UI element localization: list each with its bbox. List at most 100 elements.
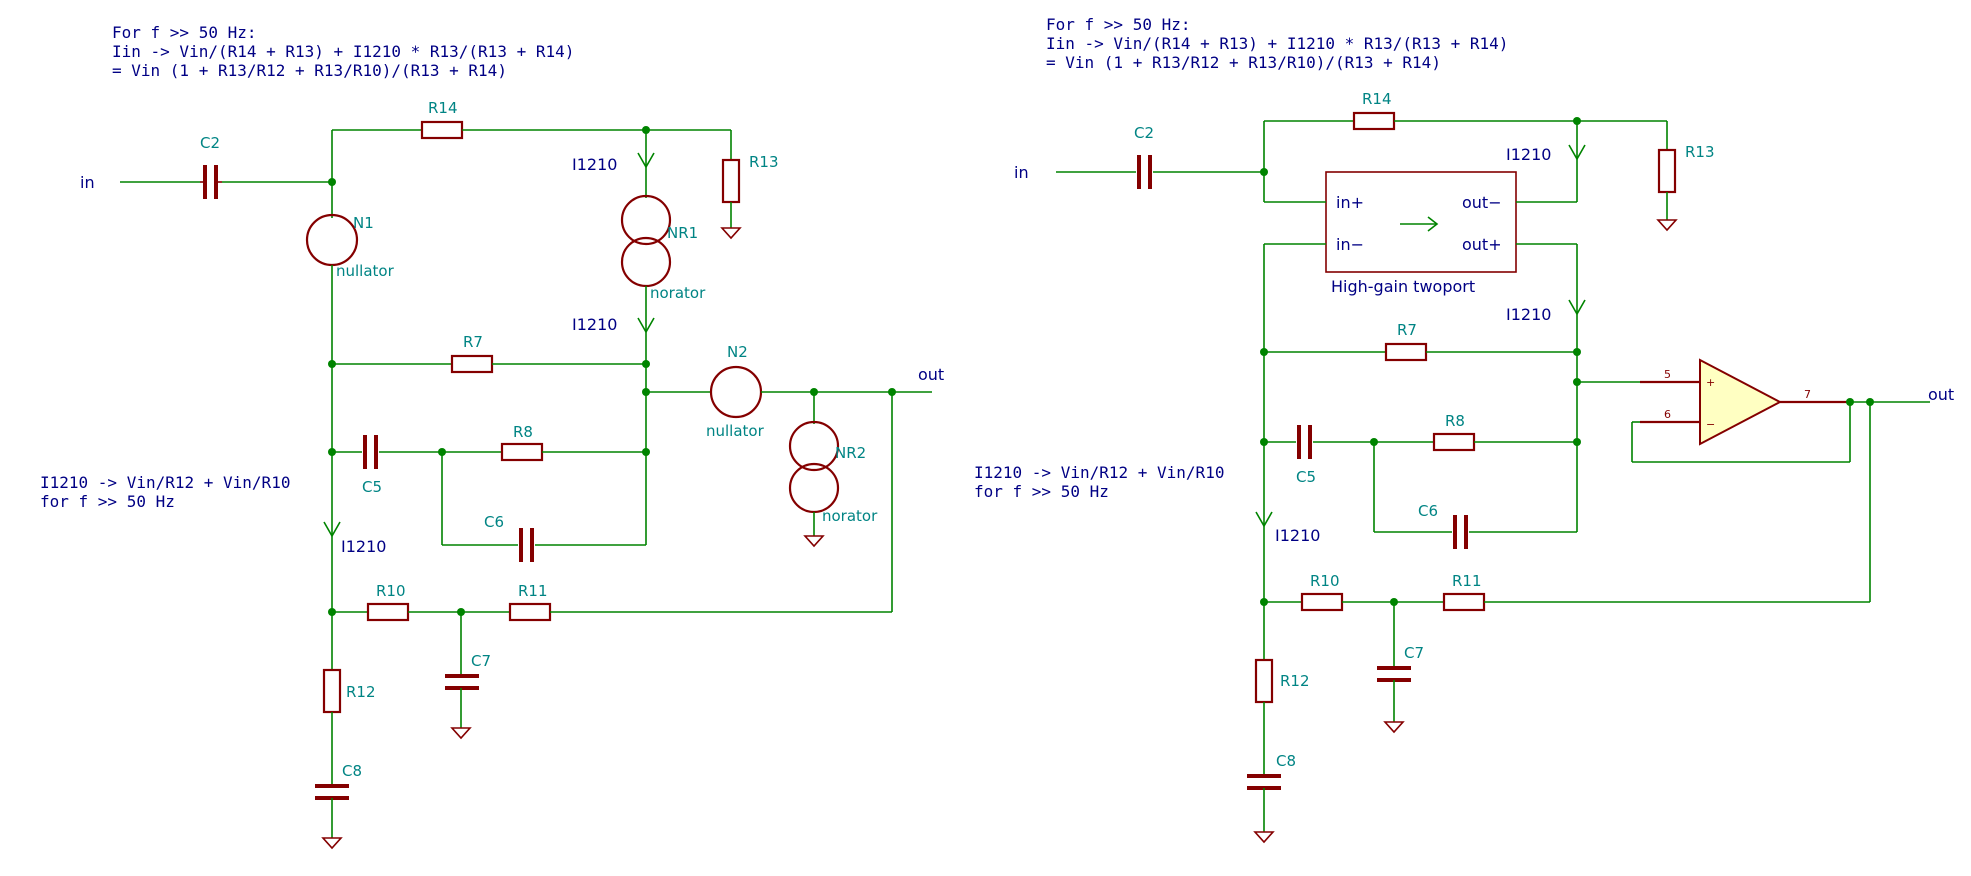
left-r8-resistor: [500, 442, 544, 462]
left-c7-capacitor: [445, 674, 479, 690]
left-n2-value: nullator: [706, 422, 765, 440]
right-r14-label: R14: [1362, 90, 1392, 108]
right-r11-label: R11: [1452, 572, 1482, 590]
right-r10-resistor: [1300, 592, 1344, 612]
right-r7-resistor: [1384, 342, 1428, 362]
left-nr2-value: norator: [822, 507, 878, 525]
right-opamp-pin-6: 6: [1664, 408, 1671, 421]
left-r13-label: R13: [749, 153, 779, 171]
right-note-line-1: For f >> 50 Hz:: [1046, 15, 1191, 34]
right-current-label-1: I1210: [1506, 145, 1551, 164]
right-c7-label: C7: [1404, 644, 1424, 662]
right-twoport-in-plus: in+: [1336, 193, 1364, 212]
right-c5-label: C5: [1296, 468, 1316, 486]
right-r8-label: R8: [1445, 412, 1465, 430]
right-current-label-2: I1210: [1506, 305, 1551, 324]
right-twoport-arrow-icon: [1400, 216, 1439, 232]
left-r11-resistor: [508, 602, 552, 622]
right-out-label: out: [1928, 385, 1954, 404]
right-r14-resistor: [1352, 111, 1396, 131]
right-c7-capacitor: [1377, 666, 1411, 682]
left-r8-label: R8: [513, 423, 533, 441]
left-n1-value: nullator: [336, 262, 395, 280]
right-c6-capacitor: [1453, 515, 1468, 549]
left-nr2-norator-top: [788, 420, 840, 472]
left-schematic: For f >> 50 Hz: Iin -> Vin/(R14 + R13) +…: [40, 23, 944, 850]
right-opamp-minus: −: [1706, 418, 1715, 431]
left-c2-capacitor: [200, 165, 222, 199]
right-c5-capacitor: [1297, 425, 1312, 459]
left-n2-label: N2: [727, 343, 748, 361]
right-r13-resistor: [1657, 148, 1677, 194]
right-r11-resistor: [1442, 592, 1486, 612]
left-current-label-2: I1210: [572, 315, 617, 334]
right-c8-label: C8: [1276, 752, 1296, 770]
left-in-label: in: [80, 173, 95, 192]
right-note-mid-2: for f >> 50 Hz: [974, 482, 1109, 501]
right-note-line-3: = Vin (1 + R13/R12 + R13/R10)/(R13 + R14…: [1046, 53, 1441, 72]
left-r10-label: R10: [376, 582, 406, 600]
right-c8-capacitor: [1247, 774, 1281, 790]
right-current-arrow-2: [1568, 299, 1586, 316]
right-r12-label: R12: [1280, 672, 1310, 690]
left-r7-resistor: [450, 354, 494, 374]
left-current-label-3: I1210: [341, 537, 386, 556]
right-twoport-out-minus: out−: [1462, 193, 1502, 212]
left-c2-label: C2: [200, 134, 220, 152]
left-current-arrow-1: [637, 152, 655, 169]
left-r12-resistor: [322, 668, 342, 714]
right-c2-label: C2: [1134, 124, 1154, 142]
left-r14-label: R14: [428, 99, 458, 117]
left-r13-resistor: [721, 158, 741, 204]
right-c2-capacitor: [1137, 155, 1152, 189]
left-c5-label: C5: [362, 478, 382, 496]
right-note-line-2: Iin -> Vin/(R14 + R13) + I1210 * R13/(R1…: [1046, 34, 1508, 53]
left-note-line-2: Iin -> Vin/(R14 + R13) + I1210 * R13/(R1…: [112, 42, 574, 61]
left-c6-label: C6: [484, 513, 504, 531]
right-opamp-plus: +: [1706, 376, 1715, 389]
left-r10-resistor: [366, 602, 410, 622]
right-twoport-in-minus: in−: [1336, 235, 1364, 254]
left-note-mid-2: for f >> 50 Hz: [40, 492, 175, 511]
right-note-mid-1: I1210 -> Vin/R12 + Vin/R10: [974, 463, 1224, 482]
right-r13-label: R13: [1685, 143, 1715, 161]
right-schematic: For f >> 50 Hz: Iin -> Vin/(R14 + R13) +…: [974, 15, 1954, 844]
left-nr1-value: norator: [650, 284, 706, 302]
left-r13-ground: [720, 227, 742, 240]
right-r10-label: R10: [1310, 572, 1340, 590]
left-n1-nullator: [305, 213, 359, 267]
left-c6-capacitor: [519, 528, 534, 562]
right-opamp-pin-5: 5: [1664, 368, 1671, 381]
left-note-line-1: For f >> 50 Hz:: [112, 23, 257, 42]
right-r7-label: R7: [1397, 321, 1417, 339]
left-c8-label: C8: [342, 762, 362, 780]
right-current-label-3: I1210: [1275, 526, 1320, 545]
left-out-label: out: [918, 365, 944, 384]
right-current-arrow-1: [1568, 144, 1586, 161]
right-twoport-out-plus: out+: [1462, 235, 1502, 254]
left-r11-label: R11: [518, 582, 548, 600]
left-current-arrow-3: [323, 521, 341, 538]
left-nr2-label: NR2: [835, 444, 866, 462]
left-c5-capacitor: [363, 435, 378, 469]
left-current-arrow-2: [637, 317, 655, 334]
left-r12-label: R12: [346, 683, 376, 701]
left-nr1-label: NR1: [667, 224, 698, 242]
right-r12-resistor: [1254, 658, 1274, 704]
right-in-label: in: [1014, 163, 1029, 182]
right-twoport-caption: High-gain twoport: [1331, 277, 1475, 296]
right-current-arrow-3: [1255, 511, 1273, 528]
left-c7-label: C7: [471, 652, 491, 670]
left-n1-label: N1: [353, 214, 374, 232]
left-r7-label: R7: [463, 333, 483, 351]
left-current-label-1: I1210: [572, 155, 617, 174]
left-c8-capacitor: [315, 784, 349, 800]
right-high-gain-twoport: [1325, 171, 1517, 273]
left-nr1-norator-top: [620, 194, 672, 246]
left-note-mid-1: I1210 -> Vin/R12 + Vin/R10: [40, 473, 290, 492]
right-r8-resistor: [1432, 432, 1476, 452]
left-r14-resistor: [420, 120, 464, 140]
right-c6-label: C6: [1418, 502, 1438, 520]
right-opamp-pin-7: 7: [1804, 388, 1811, 401]
